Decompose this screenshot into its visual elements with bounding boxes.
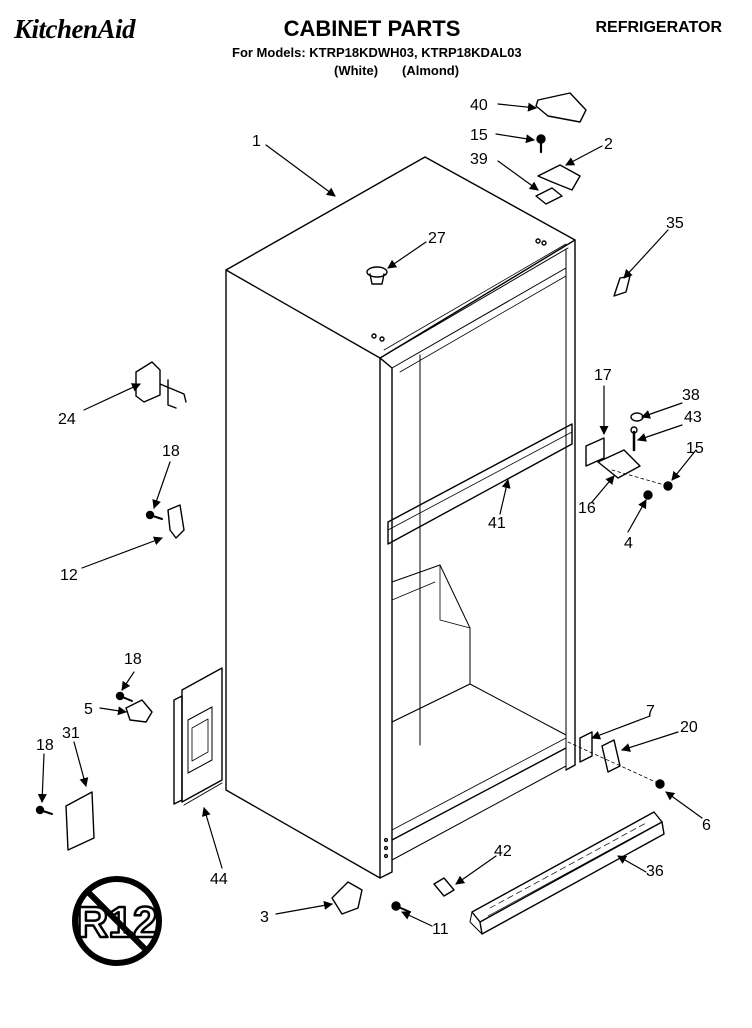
part-43-hinge-pin	[630, 426, 638, 452]
brand-logo: KitchenAid	[14, 14, 136, 44]
callout-1: 1	[252, 133, 261, 150]
callout-39: 39	[470, 151, 488, 168]
part-6-screw	[655, 779, 665, 789]
part-36-base-grille	[469, 811, 665, 935]
part-35-trim-piece	[613, 275, 631, 297]
part-38-washer	[630, 412, 644, 422]
callout-15-top: 15	[470, 127, 488, 144]
callout-18-b: 18	[124, 651, 142, 668]
callout-35: 35	[666, 215, 684, 232]
callout-42: 42	[494, 843, 512, 860]
callout-4: 4	[624, 535, 633, 552]
part-24-door-stop-pin	[135, 361, 187, 409]
leader-lines	[37, 102, 703, 927]
part-42-clip	[433, 877, 455, 897]
callout-6: 6	[702, 817, 711, 834]
variant-almond: (Almond)	[402, 63, 460, 78]
part-3-leveling-leg	[331, 881, 363, 915]
callout-41: 41	[488, 515, 506, 532]
emblem-text: R12	[77, 898, 158, 947]
models-line: For Models: KTRP18KDWH03, KTRP18KDAL03	[232, 45, 522, 60]
callout-5: 5	[84, 701, 93, 718]
callout-44: 44	[210, 871, 228, 888]
part-4-screw	[643, 490, 653, 500]
part-12-bracket	[167, 504, 185, 539]
callout-18-a: 18	[162, 443, 180, 460]
page-title: CABINET PARTS	[283, 16, 461, 41]
callout-16: 16	[578, 500, 596, 517]
callout-31: 31	[62, 725, 80, 742]
callout-11: 11	[432, 921, 449, 938]
category-label: REFRIGERATOR	[595, 19, 722, 36]
part-17-spacer	[585, 437, 605, 467]
part-2-upper-hinge	[537, 164, 581, 191]
callout-43: 43	[684, 409, 702, 426]
cabinet-shell	[225, 156, 576, 879]
part-41-mullion-rail	[387, 423, 573, 545]
callout-12: 12	[60, 567, 78, 584]
callout-40: 40	[470, 97, 488, 114]
part-15-screw-mid	[663, 481, 673, 491]
part-31-cover-plate	[65, 791, 95, 851]
part-20-lower-hinge	[601, 739, 621, 773]
part-16-center-hinge	[597, 449, 641, 479]
callout-2: 2	[604, 136, 613, 153]
r12-prohibited-emblem: R12	[72, 876, 162, 966]
part-27-plug-button	[366, 266, 388, 285]
variant-white: (White)	[334, 63, 379, 78]
part-5-hinge-pin-holder	[125, 699, 153, 723]
part-7-lower-hinge-shim	[579, 731, 593, 763]
part-18-screw-c	[35, 805, 53, 815]
part-18-screw-a	[145, 510, 163, 520]
part-15-screw-top	[536, 134, 546, 154]
part-11-bolt	[391, 901, 411, 913]
callout-15-mid: 15	[686, 440, 704, 457]
callout-38: 38	[682, 387, 700, 404]
callout-36: 36	[646, 863, 664, 880]
callout-20: 20	[680, 719, 698, 736]
part-40-hinge-cover	[535, 92, 587, 123]
callout-24: 24	[58, 411, 76, 428]
part-39-hinge-shim	[535, 187, 563, 205]
callout-18-c: 18	[36, 737, 54, 754]
part-44-hinge-plate	[173, 667, 223, 806]
callout-17: 17	[594, 367, 612, 384]
callout-27: 27	[428, 230, 446, 247]
callout-3: 3	[260, 909, 269, 926]
callout-7: 7	[646, 703, 655, 720]
part-18-screw-b	[115, 691, 133, 702]
